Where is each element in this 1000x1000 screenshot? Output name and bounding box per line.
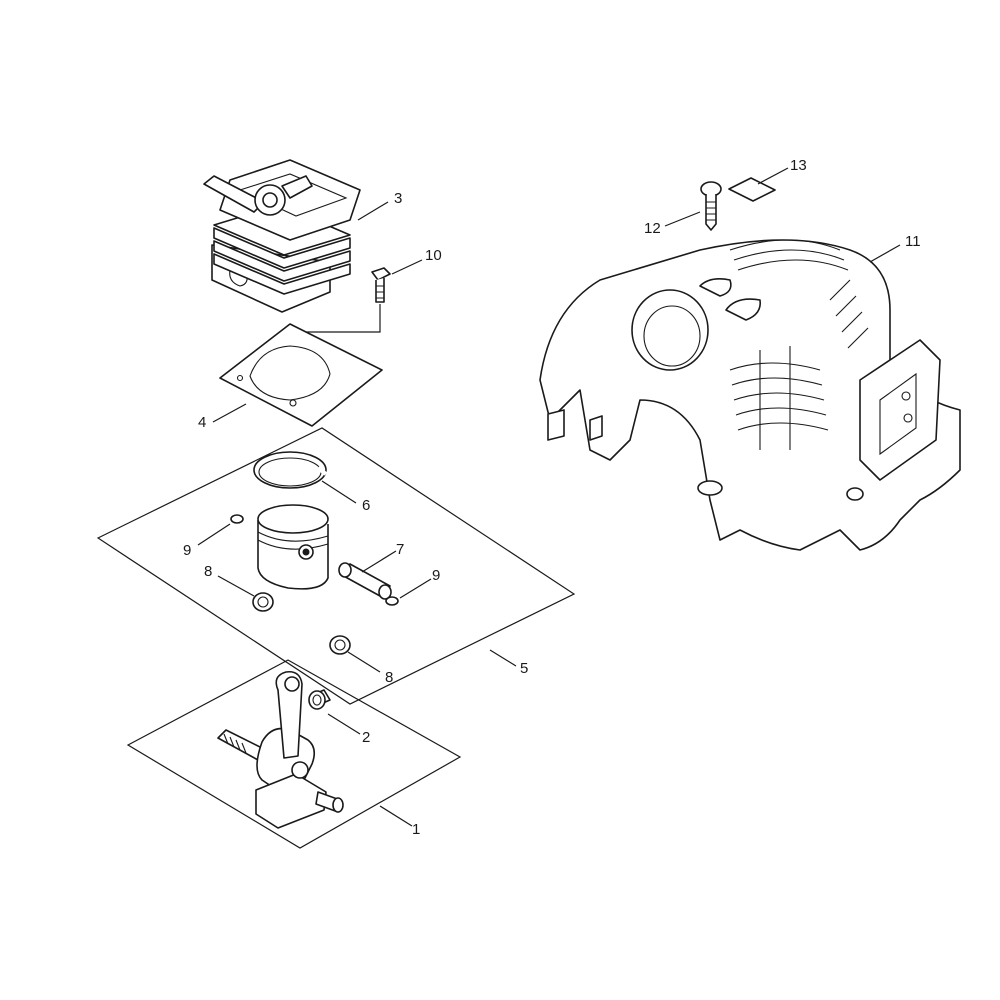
bolt-position-line bbox=[306, 304, 381, 333]
callout-9-circlip-left: 9 bbox=[183, 542, 191, 559]
piston-pin-icon bbox=[338, 562, 392, 600]
gasket-icon bbox=[219, 323, 383, 427]
piston-icon bbox=[257, 504, 329, 590]
callout-13: 13 bbox=[790, 157, 807, 174]
engine-cover-icon bbox=[539, 239, 961, 551]
leader-lines bbox=[197, 167, 901, 827]
callout-3: 3 bbox=[394, 190, 402, 207]
piston-ring-icon bbox=[253, 451, 328, 489]
callout-9-circlip-right: 9 bbox=[432, 567, 440, 584]
thrust-washer-icon bbox=[252, 592, 274, 612]
screw-icon bbox=[700, 181, 722, 231]
thrust-washer-icon bbox=[329, 635, 351, 655]
callout-2: 2 bbox=[362, 729, 370, 746]
label-icon bbox=[728, 177, 776, 202]
callout-1: 1 bbox=[412, 821, 420, 838]
callout-5: 5 bbox=[520, 660, 528, 677]
crankshaft-kit-box bbox=[126, 659, 462, 849]
cylinder-icon bbox=[203, 159, 361, 313]
callout-10: 10 bbox=[425, 247, 442, 264]
callout-8-washer-bottom: 8 bbox=[385, 669, 393, 686]
crankshaft-icon bbox=[217, 670, 344, 829]
bolt-icon bbox=[371, 267, 391, 303]
circlip-icon bbox=[385, 596, 399, 606]
callout-8-washer-top: 8 bbox=[204, 563, 212, 580]
callout-11: 11 bbox=[905, 233, 921, 250]
callout-6: 6 bbox=[362, 497, 370, 514]
callout-12: 12 bbox=[644, 220, 661, 237]
needle-bearing-icon bbox=[308, 689, 331, 710]
callout-7: 7 bbox=[396, 541, 404, 558]
callout-4: 4 bbox=[198, 414, 206, 431]
circlip-icon bbox=[230, 514, 244, 524]
piston-kit-box bbox=[96, 427, 576, 705]
